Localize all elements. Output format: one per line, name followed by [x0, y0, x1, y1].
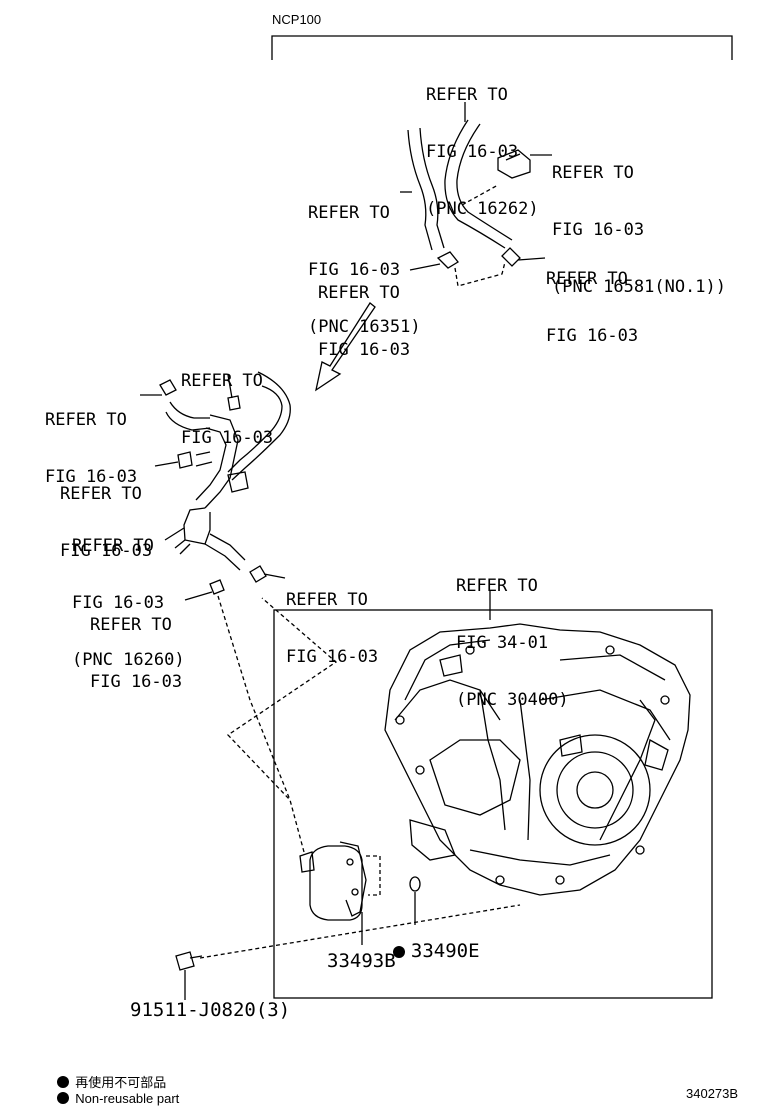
refer-label-12[interactable]: REFER TO FIG 34-01 (PNC 30400) — [456, 539, 569, 729]
non-reusable-dot-icon — [392, 946, 405, 958]
refer-line: (PNC 16581(NO.1)) — [552, 277, 726, 297]
direction-arrow — [315, 302, 376, 392]
refer-label-2[interactable]: REFER TO FIG 16-03 (PNC 16581(NO.1)) — [552, 126, 726, 316]
non-reusable-dot-icon — [57, 1076, 70, 1088]
transmission-frame — [273, 609, 713, 999]
refer-line: FIG 34-01 — [456, 633, 549, 653]
legend-jp: 再使用不可部品 — [50, 1057, 166, 1091]
model-bracket — [271, 35, 733, 60]
refer-line: FIG 16-03 — [286, 647, 379, 667]
model-label: NCP100 — [272, 12, 322, 27]
refer-label-7[interactable]: REFER TO FIG 16-03 — [45, 373, 137, 506]
refer-line: REFER TO — [318, 283, 400, 303]
refer-line: REFER TO — [456, 576, 538, 596]
upper-hoses — [407, 119, 531, 269]
refer-line: REFER TO — [45, 410, 127, 430]
refer-line: FIG 16-03 — [60, 541, 153, 561]
refer-line: FIG 16-03 — [72, 593, 165, 613]
part-number-cooler[interactable]: 33493B — [327, 950, 396, 972]
refer-line: FIG 16-03 — [308, 260, 401, 280]
transmission-illustration — [384, 623, 691, 896]
refer-line: (PNC 16260) — [72, 650, 185, 670]
bolt — [175, 951, 203, 1000]
part-number-gasket[interactable]: 33490E — [370, 920, 480, 962]
part-number-bolt[interactable]: 91511-J0820(3) — [130, 999, 291, 1021]
gasket-ring — [409, 876, 421, 892]
refer-line: FIG 16-03 — [90, 672, 183, 692]
cooler-dash-lines — [199, 595, 521, 959]
refer-line: (PNC 16351) — [308, 317, 421, 337]
refer-label-5[interactable]: REFER TO FIG 16-03 — [546, 232, 638, 365]
refer-label-4[interactable]: REFER TO FIG 16-03 — [318, 246, 410, 379]
refer-label-1[interactable]: REFER TO FIG 16-03 (PNC 16262) — [426, 48, 539, 238]
refer-line: REFER TO — [60, 484, 142, 504]
refer-line: REFER TO — [552, 163, 634, 183]
refer-line: (PNC 16262) — [426, 199, 539, 219]
refer-label-11[interactable]: REFER TO FIG 16-03 — [90, 578, 182, 711]
oil-cooler — [299, 841, 367, 945]
refer-line: FIG 16-03 — [552, 220, 645, 240]
refer-line: REFER TO — [90, 615, 172, 635]
refer-line: FIG 16-03 — [318, 340, 411, 360]
refer-line: FIG 16-03 — [45, 467, 138, 487]
refer-line: FIG 16-03 — [181, 428, 274, 448]
leader-lines — [140, 102, 552, 601]
non-reusable-dot-icon — [57, 1092, 70, 1104]
diagram-id: 340273B — [686, 1086, 739, 1101]
refer-label-6[interactable]: REFER TO FIG 16-03 — [181, 334, 273, 467]
refer-line: REFER TO — [72, 536, 154, 556]
refer-label-9[interactable]: REFER TO FIG 16-03 (PNC 16260) — [72, 499, 185, 689]
refer-label-8[interactable]: REFER TO FIG 16-03 — [60, 447, 152, 580]
legend-en: Non-reusable part — [50, 1076, 179, 1106]
refer-line: REFER TO — [286, 590, 368, 610]
refer-line: FIG 16-03 — [426, 142, 519, 162]
refer-line: REFER TO — [181, 371, 263, 391]
refer-line: REFER TO — [308, 203, 390, 223]
refer-line: (PNC 30400) — [456, 690, 569, 710]
clips — [209, 565, 267, 595]
refer-line: REFER TO — [426, 85, 508, 105]
left-hose-assembly — [159, 371, 291, 571]
refer-line: REFER TO — [546, 269, 628, 289]
refer-label-3[interactable]: REFER TO FIG 16-03 (PNC 16351) — [308, 166, 421, 356]
refer-label-10[interactable]: REFER TO FIG 16-03 — [286, 553, 378, 686]
refer-line: FIG 16-03 — [546, 326, 639, 346]
upper-dash-lines — [454, 184, 506, 287]
